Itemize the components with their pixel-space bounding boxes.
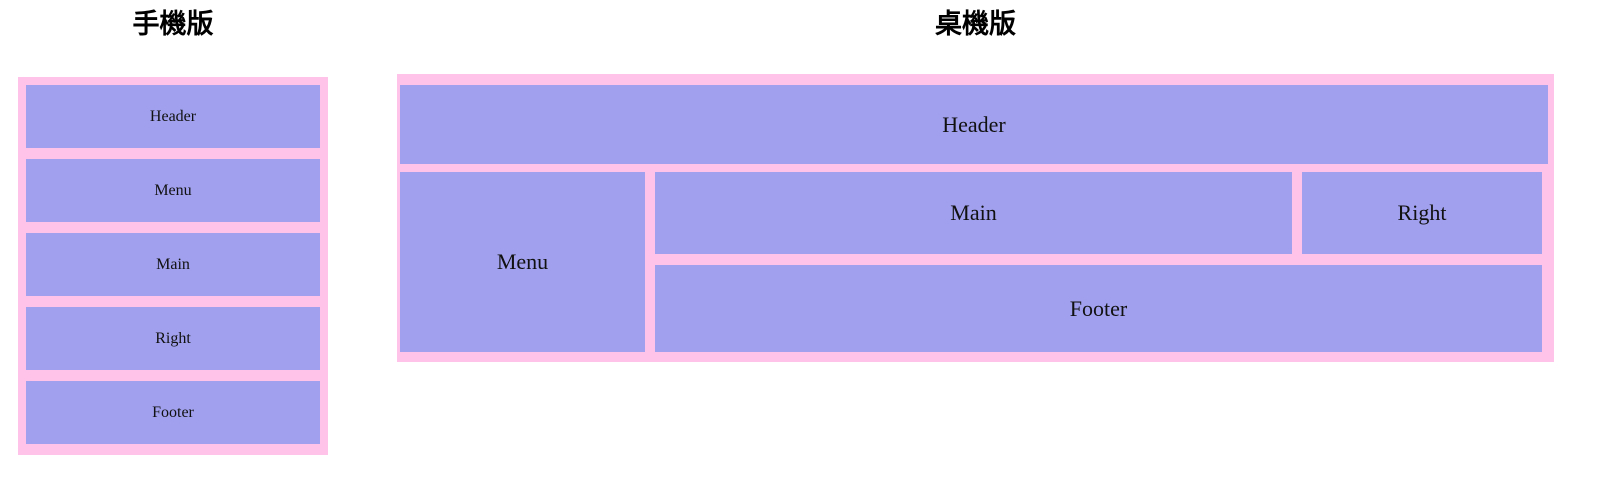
mobile-block-footer-label: Footer (152, 403, 194, 421)
desktop-block-header-label: Header (942, 111, 1006, 137)
mobile-block-main: Main (26, 233, 320, 296)
mobile-layout-container: Header Menu Main Right Footer (18, 77, 328, 455)
mobile-layout-title: 手機版 (132, 9, 214, 40)
mobile-block-right: Right (26, 307, 320, 370)
desktop-block-right: Right (1302, 172, 1542, 254)
desktop-layout-container: Header Menu Main Right Footer (397, 74, 1554, 362)
desktop-block-footer-label: Footer (1069, 295, 1128, 321)
desktop-layout-title: 桌機版 (935, 9, 1016, 40)
desktop-block-footer: Footer (655, 265, 1542, 352)
desktop-block-header: Header (400, 85, 1548, 164)
mobile-block-right-label: Right (155, 329, 191, 347)
mobile-block-menu-label: Menu (154, 181, 192, 199)
mobile-block-footer: Footer (26, 381, 320, 444)
mobile-block-header: Header (26, 85, 320, 148)
desktop-block-menu-label: Menu (496, 249, 549, 274)
mobile-block-main-label: Main (156, 255, 190, 273)
desktop-block-main-label: Main (950, 200, 997, 225)
desktop-block-right-label: Right (1397, 200, 1447, 225)
mobile-block-menu: Menu (26, 159, 320, 222)
mobile-block-header-label: Header (149, 107, 197, 125)
desktop-block-menu: Menu (400, 172, 645, 352)
desktop-block-main: Main (655, 172, 1292, 254)
